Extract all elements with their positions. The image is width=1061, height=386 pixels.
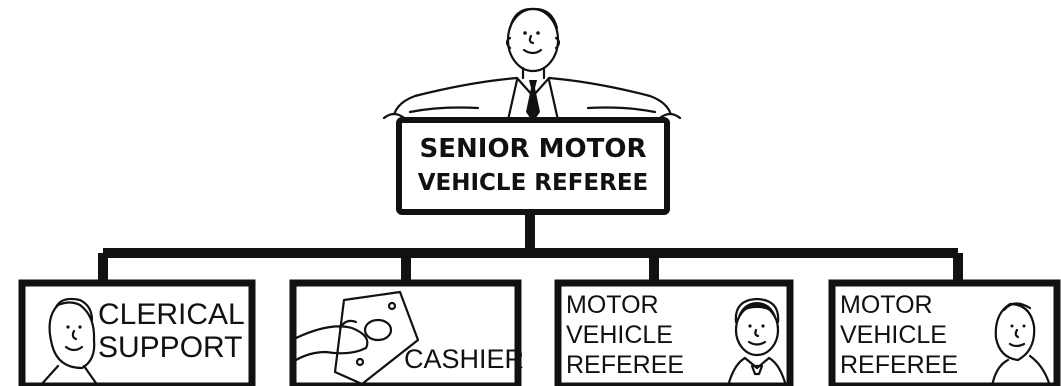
senior-referee-figure-icon bbox=[382, 7, 682, 136]
child-box-clerical-support: CLERICAL SUPPORT bbox=[18, 279, 256, 386]
man-face-icon bbox=[726, 297, 788, 386]
top-position-box: SENIOR MOTOR VEHICLE REFEREE bbox=[396, 117, 670, 215]
hand-with-money-icon bbox=[294, 290, 420, 386]
child-3-line1: MOTOR bbox=[566, 291, 659, 319]
child-3-line2: VEHICLE bbox=[566, 321, 673, 349]
child-box-motor-vehicle-referee-1: MOTOR VEHICLE REFEREE bbox=[554, 279, 794, 386]
child-frame-2 bbox=[289, 279, 522, 386]
top-position-frame bbox=[396, 117, 670, 215]
top-position-line2: VEHICLE REFEREE bbox=[418, 170, 649, 196]
child-1-line2: SUPPORT bbox=[98, 331, 242, 364]
man-face-icon bbox=[38, 297, 100, 386]
child-frame-1 bbox=[18, 279, 256, 386]
top-position-line1: SENIOR MOTOR bbox=[420, 134, 647, 164]
man-face-icon bbox=[990, 302, 1052, 386]
child-1-line1: CLERICAL bbox=[98, 298, 245, 331]
child-3-line3: REFEREE bbox=[566, 351, 684, 379]
child-4-line1: MOTOR bbox=[840, 291, 933, 319]
child-2-line1: CASHIER bbox=[404, 344, 524, 374]
child-4-line3: REFEREE bbox=[840, 351, 958, 379]
child-box-cashier: CASHIER bbox=[289, 279, 524, 386]
child-box-motor-vehicle-referee-2: MOTOR VEHICLE REFEREE bbox=[828, 279, 1061, 386]
child-4-line2: VEHICLE bbox=[840, 321, 947, 349]
child-frame-4 bbox=[828, 279, 1061, 386]
connector-lines bbox=[98, 212, 963, 285]
